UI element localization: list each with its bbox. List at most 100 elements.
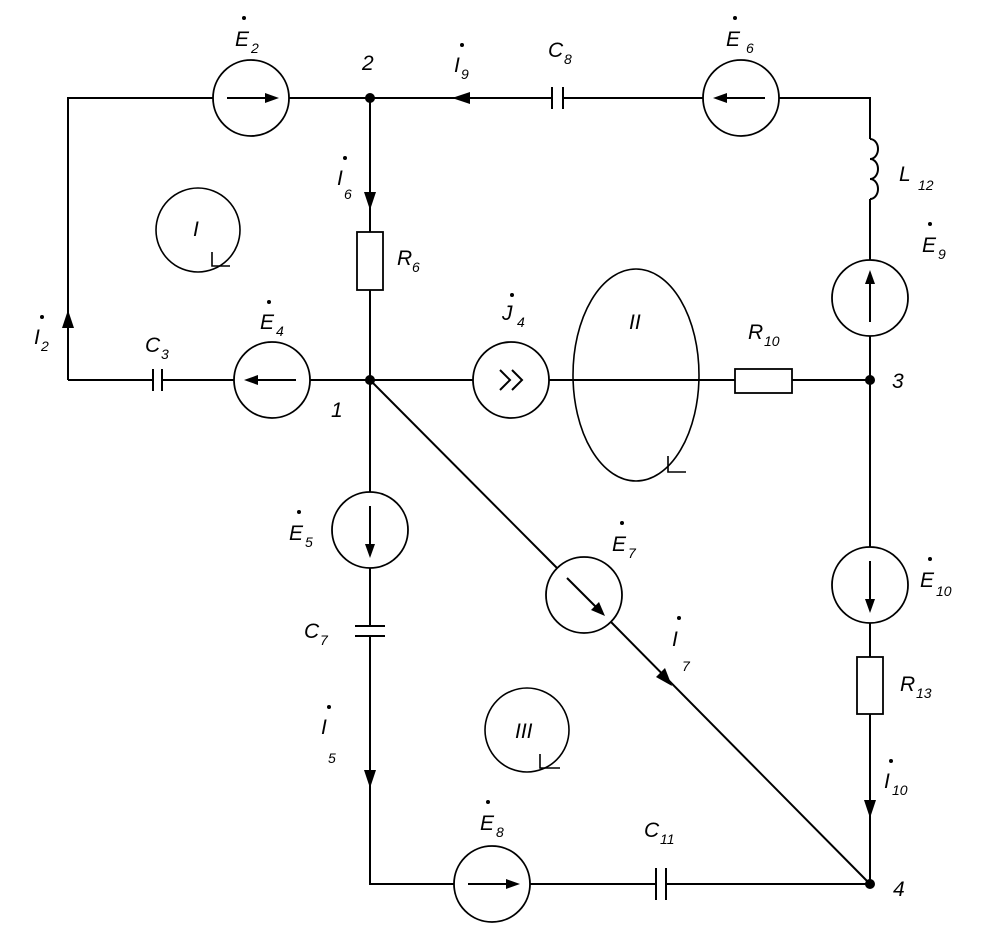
svg-text:3: 3 bbox=[161, 346, 169, 362]
label-r6: R 6 bbox=[397, 247, 420, 275]
label-loop-3: III bbox=[515, 720, 533, 743]
svg-text:2: 2 bbox=[250, 40, 259, 56]
label-i5: I 5 bbox=[321, 705, 336, 766]
source-e8 bbox=[453, 845, 531, 923]
svg-text:R: R bbox=[900, 673, 915, 696]
resistor-r6 bbox=[356, 231, 384, 291]
label-e5: E 5 bbox=[289, 510, 313, 550]
capacitor-c11 bbox=[655, 868, 667, 900]
svg-text:C: C bbox=[644, 819, 660, 842]
svg-text:I: I bbox=[337, 167, 343, 190]
label-i6: I 6 bbox=[337, 156, 352, 202]
label-i9: I 9 bbox=[454, 43, 469, 82]
svg-text:8: 8 bbox=[496, 824, 504, 840]
svg-text:C: C bbox=[145, 334, 161, 357]
arrow-i10 bbox=[864, 800, 876, 818]
svg-text:9: 9 bbox=[461, 66, 469, 82]
svg-text:4: 4 bbox=[276, 323, 284, 339]
svg-text:7: 7 bbox=[682, 658, 691, 674]
label-e10: E 10 bbox=[920, 557, 952, 599]
label-i7: I 7 bbox=[672, 616, 691, 674]
wire-top-left bbox=[67, 97, 213, 380]
wire-c7-bottom bbox=[369, 636, 454, 885]
node-2-dot bbox=[365, 93, 375, 103]
arrow-i5 bbox=[364, 770, 376, 788]
arrow-i7 bbox=[656, 668, 672, 686]
label-r10: R 10 bbox=[748, 321, 780, 349]
label-e2: E 2 bbox=[235, 16, 259, 56]
svg-text:E: E bbox=[480, 812, 495, 835]
label-c7: C 7 bbox=[304, 620, 329, 648]
svg-text:7: 7 bbox=[320, 632, 329, 648]
label-c8: C 8 bbox=[548, 39, 572, 67]
svg-text:2: 2 bbox=[40, 338, 49, 354]
label-r13: R 13 bbox=[900, 673, 932, 701]
svg-text:E: E bbox=[235, 28, 250, 51]
svg-text:C: C bbox=[304, 620, 320, 643]
svg-text:E: E bbox=[922, 234, 937, 257]
svg-text:6: 6 bbox=[344, 186, 352, 202]
current-source-j4 bbox=[472, 341, 550, 419]
source-e10 bbox=[831, 546, 909, 624]
label-node-2: 2 bbox=[361, 52, 374, 75]
node-1-dot bbox=[365, 375, 375, 385]
label-c3: C 3 bbox=[145, 334, 169, 362]
svg-text:I: I bbox=[321, 716, 327, 739]
svg-text:9: 9 bbox=[938, 246, 946, 262]
source-e2 bbox=[212, 59, 290, 137]
resistor-r13 bbox=[856, 656, 884, 715]
svg-text:E: E bbox=[612, 533, 627, 556]
label-node-4: 4 bbox=[893, 878, 905, 901]
wire-top-right bbox=[779, 97, 871, 139]
node-3-dot bbox=[865, 375, 875, 385]
source-e5 bbox=[331, 491, 409, 569]
svg-text:10: 10 bbox=[936, 583, 952, 599]
svg-text:R: R bbox=[397, 247, 412, 270]
svg-text:11: 11 bbox=[660, 831, 675, 847]
svg-text:8: 8 bbox=[564, 51, 572, 67]
svg-text:C: C bbox=[548, 39, 564, 62]
svg-text:13: 13 bbox=[916, 685, 932, 701]
svg-text:4: 4 bbox=[517, 314, 525, 330]
label-node-3: 3 bbox=[892, 370, 904, 393]
loop-1-marker bbox=[155, 187, 241, 273]
label-e4: E 4 bbox=[260, 300, 284, 339]
svg-text:5: 5 bbox=[328, 750, 336, 766]
svg-text:12: 12 bbox=[918, 177, 934, 193]
label-node-1: 1 bbox=[331, 399, 343, 422]
svg-text:E: E bbox=[260, 311, 275, 334]
svg-text:5: 5 bbox=[305, 534, 313, 550]
svg-text:7: 7 bbox=[628, 545, 637, 561]
svg-text:I: I bbox=[884, 770, 890, 793]
wires bbox=[67, 97, 871, 885]
capacitor-c8 bbox=[551, 87, 564, 109]
source-e7 bbox=[545, 556, 623, 634]
label-i2: I 2 bbox=[34, 315, 49, 354]
svg-text:I: I bbox=[454, 54, 460, 77]
svg-text:E: E bbox=[289, 522, 304, 545]
source-e9 bbox=[831, 259, 909, 337]
node-4-dot bbox=[865, 879, 875, 889]
capacitor-c7 bbox=[355, 625, 385, 637]
svg-text:L: L bbox=[899, 163, 911, 186]
svg-text:J: J bbox=[501, 302, 513, 325]
svg-text:6: 6 bbox=[746, 40, 754, 56]
wire-diag-node1-e7 bbox=[369, 379, 558, 569]
label-loop-2: II bbox=[629, 311, 641, 334]
capacitor-c3 bbox=[152, 369, 163, 391]
label-e6: E 6 bbox=[726, 16, 754, 56]
label-i10: I 10 bbox=[884, 759, 908, 798]
label-e8: E 8 bbox=[480, 800, 504, 840]
source-e6 bbox=[702, 59, 780, 137]
svg-text:I: I bbox=[34, 326, 40, 349]
loop-2-marker bbox=[572, 268, 700, 482]
arrow-i6 bbox=[364, 192, 376, 210]
arrow-i9 bbox=[452, 92, 470, 104]
inductor-l12 bbox=[869, 138, 879, 200]
source-e4 bbox=[233, 341, 311, 419]
svg-text:6: 6 bbox=[412, 259, 420, 275]
wire-diag-e7-node4 bbox=[610, 621, 871, 885]
label-l12: L 12 bbox=[899, 163, 934, 193]
